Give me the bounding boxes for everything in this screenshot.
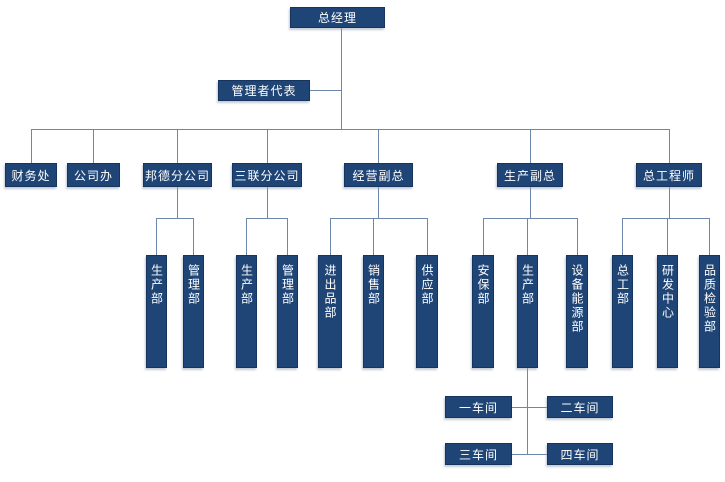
connector-line bbox=[669, 129, 670, 163]
connector-line bbox=[622, 218, 709, 219]
connector-line bbox=[330, 218, 427, 219]
org-node-sales: 销售部 bbox=[363, 255, 384, 368]
connector-line bbox=[527, 218, 528, 255]
connector-line bbox=[378, 187, 379, 218]
connector-line bbox=[287, 218, 288, 255]
org-node-sanlian-branch: 三联分公司 bbox=[232, 163, 302, 187]
connector-line bbox=[483, 218, 484, 255]
org-node-bangde-management: 管理部 bbox=[183, 255, 204, 368]
org-node-bangde-branch: 邦德分公司 bbox=[143, 163, 212, 187]
org-node-management-rep: 管理者代表 bbox=[218, 80, 310, 101]
connector-line bbox=[669, 187, 670, 218]
org-node-workshop-3: 三车间 bbox=[445, 443, 512, 465]
connector-line bbox=[246, 218, 287, 219]
connector-line bbox=[31, 129, 32, 163]
org-node-equipment-energy: 设备能源部 bbox=[566, 255, 588, 368]
org-node-quality-inspection: 品质检验部 bbox=[699, 255, 720, 368]
connector-line bbox=[530, 187, 531, 218]
connector-line bbox=[267, 187, 268, 218]
org-node-operations-vp: 经营副总 bbox=[344, 163, 413, 187]
org-node-sanlian-production: 生产部 bbox=[236, 255, 257, 368]
org-node-general-manager: 总经理 bbox=[290, 7, 385, 28]
org-node-bangde-production: 生产部 bbox=[146, 255, 167, 368]
connector-line bbox=[310, 90, 341, 91]
org-node-production-vp: 生产副总 bbox=[497, 163, 563, 187]
connector-line bbox=[667, 218, 668, 255]
connector-line bbox=[512, 407, 547, 408]
org-node-production: 生产部 bbox=[517, 255, 538, 368]
org-node-chief-engineer: 总工程师 bbox=[636, 163, 702, 187]
org-node-supply: 供应部 bbox=[416, 255, 438, 368]
org-node-sanlian-management: 管理部 bbox=[277, 255, 298, 368]
connector-line bbox=[246, 218, 247, 255]
connector-line bbox=[177, 187, 178, 218]
org-node-workshop-2: 二车间 bbox=[547, 396, 613, 418]
org-node-workshop-4: 四车间 bbox=[547, 443, 613, 465]
connector-line bbox=[427, 218, 428, 255]
connector-line bbox=[177, 129, 178, 163]
connector-line bbox=[483, 218, 577, 219]
connector-line bbox=[622, 218, 623, 255]
connector-line bbox=[330, 218, 331, 255]
connector-line bbox=[93, 129, 94, 163]
org-node-security: 安保部 bbox=[472, 255, 494, 368]
connector-line bbox=[709, 218, 710, 255]
connector-line bbox=[156, 218, 157, 255]
org-node-chief-eng-dept: 总工部 bbox=[612, 255, 633, 368]
connector-line bbox=[577, 218, 578, 255]
connector-line bbox=[193, 218, 194, 255]
org-node-workshop-1: 一车间 bbox=[445, 396, 512, 418]
connector-line bbox=[378, 129, 379, 163]
connector-line bbox=[373, 218, 374, 255]
org-node-company-office: 公司办 bbox=[67, 163, 120, 187]
connector-line bbox=[341, 28, 342, 129]
connector-line bbox=[156, 218, 193, 219]
connector-line bbox=[530, 129, 531, 163]
org-node-rd-center: 研发中心 bbox=[657, 255, 678, 368]
org-node-import-export: 进出品部 bbox=[318, 255, 342, 368]
org-node-finance: 财务处 bbox=[5, 163, 57, 187]
connector-line bbox=[527, 368, 528, 454]
connector-line bbox=[31, 129, 669, 130]
connector-line bbox=[512, 454, 547, 455]
connector-line bbox=[267, 129, 268, 163]
